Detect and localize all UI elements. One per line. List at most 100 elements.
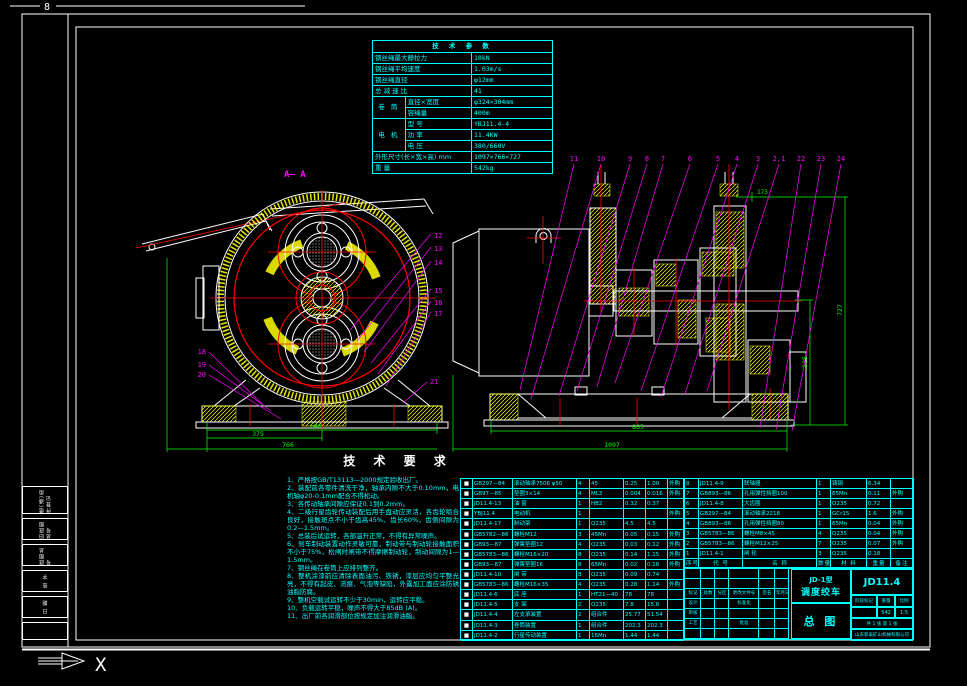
table-cell — [759, 629, 775, 639]
table-cell — [668, 519, 684, 530]
table-cell: 4 — [577, 539, 590, 550]
table-cell: GB893—86 — [699, 519, 743, 529]
table-cell: 0.05 — [624, 529, 646, 540]
table-cell — [729, 579, 759, 589]
table-cell — [715, 619, 729, 629]
table-cell — [891, 479, 913, 489]
table-cell: 联轴器 — [743, 479, 817, 489]
table-cell: 8 — [577, 569, 590, 581]
table-cell: 外购 — [668, 479, 684, 490]
scale-label: 比例 — [895, 595, 913, 607]
table-cell: 底 座 — [513, 590, 577, 601]
leader-label: 11 — [570, 155, 578, 163]
table-cell: 弹簧垫圈12 — [513, 539, 577, 550]
table-cell — [891, 499, 913, 509]
table-cell — [759, 609, 775, 619]
table-cell: 左支承装置 — [513, 610, 577, 621]
table-cell: 1 — [817, 519, 831, 529]
scale-value: 1:5 — [895, 607, 913, 618]
spec-label: 型 号 — [404, 118, 473, 130]
weight-value: 542 — [877, 607, 895, 618]
spec-value: 380/660V — [471, 140, 553, 152]
table-cell: 3 — [817, 549, 831, 559]
tech-requirement-item: 1、严格按GB/T13113—2000规定验收出厂。 — [287, 476, 423, 484]
table-row — [685, 569, 791, 579]
table-cell: 65Mn — [831, 489, 867, 499]
spec-label: 电 压 — [404, 140, 473, 152]
table-cell: 6.34 — [867, 479, 891, 489]
table-cell: HT21—40 — [590, 590, 624, 601]
table-cell: 0.74 — [646, 569, 668, 581]
table-cell: Q235 — [831, 529, 867, 539]
table-cell: Q235 — [590, 569, 624, 581]
table-cell: 65Mn — [831, 519, 867, 529]
table-cell: 油 窗 — [513, 499, 577, 510]
front-view-leaders — [208, 233, 432, 420]
leader-label: 9 — [628, 155, 632, 163]
table-cell — [775, 619, 789, 629]
leader-label: 13 — [434, 245, 442, 253]
model-line1: JD-1型 — [809, 575, 833, 584]
table-cell — [775, 569, 789, 579]
spec-label: 钢丝绳最大静拉力 — [372, 52, 472, 64]
table-cell — [590, 509, 624, 520]
margin-block: 签 字 — [22, 570, 68, 592]
tech-requirement-item: 11、出厂前各润滑部位按规定加注润滑油脂。 — [287, 612, 419, 620]
table-cell — [668, 590, 684, 601]
drawing-type: 总 图 — [791, 603, 851, 639]
leader-label: 20 — [198, 371, 206, 379]
table-row: 标记处数分区更改文件号签名年月日 — [685, 589, 791, 599]
table-cell — [775, 609, 789, 619]
table-cell: 设计 — [685, 599, 701, 609]
spec-value: 400m — [471, 107, 553, 119]
spec-label: 钢丝绳直径 — [372, 74, 472, 86]
table-cell — [759, 579, 775, 589]
table-cell: GB93—87 — [473, 539, 513, 550]
table-cell: 外购 — [668, 549, 684, 560]
table-cell: 65Mn — [590, 559, 624, 570]
table-cell: ■ — [461, 580, 473, 591]
dim-727: 727 — [836, 304, 844, 316]
leader-label: 22 — [797, 155, 805, 163]
table-cell: 年月日 — [775, 589, 789, 599]
table-cell: 1 — [817, 509, 831, 519]
dim-640: 640 — [310, 422, 322, 430]
table-cell: 0.07 — [867, 539, 891, 549]
margin-block: 借(通)用件登记 — [22, 486, 68, 514]
table-cell: 组合件 — [590, 610, 624, 621]
table-cell: 1 — [817, 499, 831, 509]
spec-label: 重 量 — [372, 162, 472, 174]
table-cell: 孔用弹性挡圈80 — [743, 519, 817, 529]
table-cell: 1 — [577, 590, 590, 601]
table-cell: 螺栓M12×25 — [743, 539, 817, 549]
table-cell: Q235 — [831, 539, 867, 549]
table-cell: 大齿圈 — [743, 499, 817, 509]
table-cell: GB5783—86 — [473, 549, 513, 560]
ucs-icon — [38, 652, 86, 670]
table-cell: Q235 — [831, 499, 867, 509]
table-cell: 标记 — [685, 589, 701, 599]
table-cell: Q235 — [590, 539, 624, 550]
table-cell: 0.016 — [646, 489, 668, 500]
drawing-number: JD11.4 — [851, 569, 913, 595]
table-cell: GB297—84 — [699, 509, 743, 519]
spec-group-drum: 卷 筒 — [372, 96, 406, 119]
spec-value: φ324×304mm — [471, 96, 553, 108]
table-cell: 螺栓M8×45 — [743, 529, 817, 539]
table-cell — [715, 569, 729, 579]
table-cell: 0.12 — [646, 539, 668, 550]
table-cell: ■ — [461, 499, 473, 510]
table-cell: 3 — [577, 529, 590, 540]
section-label: A— A — [284, 170, 306, 180]
table-cell: 4 — [817, 529, 831, 539]
